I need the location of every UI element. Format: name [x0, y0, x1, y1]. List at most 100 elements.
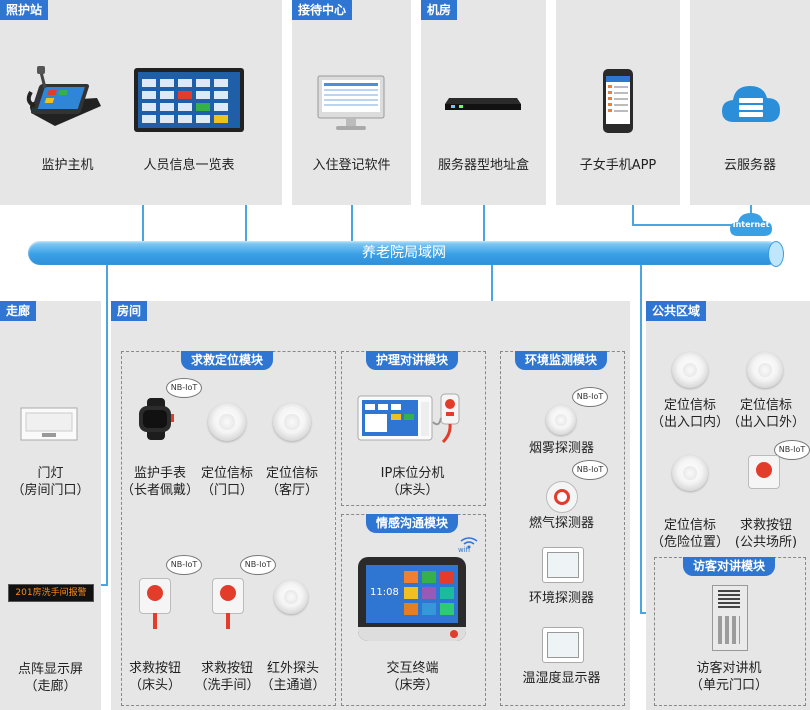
terminal-time: 11:08 [370, 587, 399, 598]
sos-public-label-1: 求救按钮 [739, 518, 792, 533]
sos-wc-label-2: （洗手间） [194, 678, 260, 693]
beacon-danger-icon [672, 455, 708, 491]
room-title: 房间 [111, 301, 148, 321]
beacon-living-label-2: （客厅） [265, 483, 318, 498]
beacon-exit-in-label-2: （出入口内） [650, 415, 729, 430]
infrared-probe-icon [274, 580, 308, 614]
monitor-host-icon [26, 66, 101, 126]
reception-software-label: 入住登记软件 [312, 158, 391, 173]
wire-app-down [632, 205, 634, 225]
sos-button-public-icon [748, 455, 780, 489]
server-box-label: 服务器型地址盒 [437, 158, 529, 173]
family-app-label: 子女手机APP [579, 158, 657, 173]
internet-cloud-icon [730, 213, 772, 236]
wifi-icon [460, 534, 478, 552]
monitor-host-label: 监护主机 [41, 158, 94, 173]
interactive-terminal-icon: 11:08 [358, 557, 466, 641]
sos-wc-label-1: 求救按钮 [200, 661, 253, 676]
wifi-label: wifi [458, 546, 471, 554]
door-light-label-1: 门灯 [37, 466, 64, 481]
nb-badge-watch: NB-IoT [166, 378, 204, 400]
watch-label-1: 监护手表 [133, 466, 186, 481]
lan-bus-label: 养老院局域网 [362, 245, 446, 261]
wire-app-across [632, 224, 742, 226]
server-box-icon [445, 98, 521, 110]
env-detector-icon [542, 547, 584, 583]
emotion-module-title: 情感沟通模块 [365, 514, 459, 533]
gas-detector-label: 燃气探测器 [528, 516, 594, 531]
beacon-exit-out-icon [747, 352, 783, 388]
environment-module-title: 环境监测模块 [514, 351, 608, 370]
terminal-label-2: （床旁） [386, 678, 439, 693]
ip-bed-label-2: （床头） [386, 483, 439, 498]
public-title: 公共区域 [646, 301, 707, 321]
sos-button-bed-icon [139, 578, 171, 629]
nb-badge-sos-wc: NB-IoT [240, 555, 278, 577]
dot-matrix-label-2: （走廊） [24, 679, 77, 694]
cloud-panel: 云服务器 [690, 0, 810, 205]
smoke-detector-label: 烟雾探测器 [528, 441, 594, 456]
watch-label-2: （长者佩戴） [120, 483, 199, 498]
door-light-label-2: （房间门口） [11, 483, 90, 498]
internet-label: Internet [732, 220, 770, 229]
env-detector-label: 环境探测器 [528, 591, 594, 606]
wire-server [483, 205, 485, 242]
nursing-station-title: 照护站 [0, 0, 49, 20]
beacon-exit-out-label-2: （出入口外） [726, 415, 805, 430]
wire-corridor-across [100, 584, 108, 586]
beacon-living-icon [273, 403, 311, 441]
infrared-label-2: （主通道） [260, 678, 326, 693]
beacon-danger-label-1: 定位信标 [663, 518, 716, 533]
nb-badge-sos-public: NB-IoT [774, 440, 810, 462]
beacon-door-icon [208, 403, 246, 441]
dot-matrix-text: 201房洗手间报警 [15, 588, 87, 598]
server-room-panel: 机房 服务器型地址盒 [421, 0, 546, 205]
nb-badge-sos-bed: NB-IoT [166, 555, 204, 577]
wire-nursing-1 [142, 205, 144, 242]
temp-humidity-icon [542, 627, 584, 663]
beacon-exit-in-icon [672, 352, 708, 388]
cloud-server-icon [722, 86, 780, 122]
cloud-server-label: 云服务器 [723, 158, 776, 173]
sos-bed-label-2: （床头） [128, 678, 181, 693]
beacon-danger-label-2: （危险位置） [650, 535, 729, 550]
info-display-label: 人员信息一览表 [143, 158, 235, 173]
dot-matrix-display: 201房洗手间报警 [8, 584, 94, 602]
nursing-station-panel: 照护站 监护主机 人员信息一览表 [0, 0, 282, 205]
terminal-label-1: 交互终端 [386, 661, 439, 676]
smoke-detector-icon [546, 405, 576, 435]
visitor-intercom-label-2: （单元门口） [689, 678, 768, 693]
beacon-door-label-1: 定位信标 [200, 466, 253, 481]
corridor-panel: 走廊 门灯 （房间门口） 201房洗手间报警 点阵显示屏 （走廊） [0, 301, 101, 710]
wire-nursing-2 [245, 205, 247, 242]
sos-button-wc-icon [212, 578, 244, 629]
ip-bed-extension-icon [357, 393, 460, 444]
nb-badge-smoke: NB-IoT [572, 387, 610, 409]
sos-public-label-2: (公共场所) [734, 535, 798, 550]
rescue-module-title: 求救定位模块 [180, 351, 274, 370]
visitor-module-title: 访客对讲模块 [682, 557, 776, 576]
reception-title: 接待中心 [292, 0, 353, 20]
beacon-exit-out-label-1: 定位信标 [739, 398, 792, 413]
wire-cloud [750, 205, 752, 215]
visitor-intercom-icon [712, 585, 748, 651]
nb-badge-gas: NB-IoT [572, 460, 610, 482]
terminal-screen: 11:08 [366, 565, 458, 623]
wire-corridor-down [106, 265, 108, 585]
infrared-label-1: 红外探头 [266, 661, 319, 676]
wire-public-down [640, 265, 642, 613]
watch-icon [139, 398, 174, 440]
intercom-module-title: 护理对讲模块 [365, 351, 459, 370]
dot-matrix-label-1: 点阵显示屏 [17, 662, 83, 677]
visitor-intercom-label-1: 访客对讲机 [696, 661, 762, 676]
beacon-exit-in-label-1: 定位信标 [663, 398, 716, 413]
door-light-icon [20, 407, 78, 441]
ip-bed-label-1: IP床位分机 [380, 466, 445, 481]
server-room-title: 机房 [421, 0, 458, 20]
phone-icon [603, 69, 633, 133]
beacon-door-label-2: （门口） [200, 483, 253, 498]
wire-reception [351, 205, 353, 242]
reception-panel: 接待中心 入住登记软件 [292, 0, 411, 205]
sos-bed-label-1: 求救按钮 [128, 661, 181, 676]
corridor-title: 走廊 [0, 301, 37, 321]
